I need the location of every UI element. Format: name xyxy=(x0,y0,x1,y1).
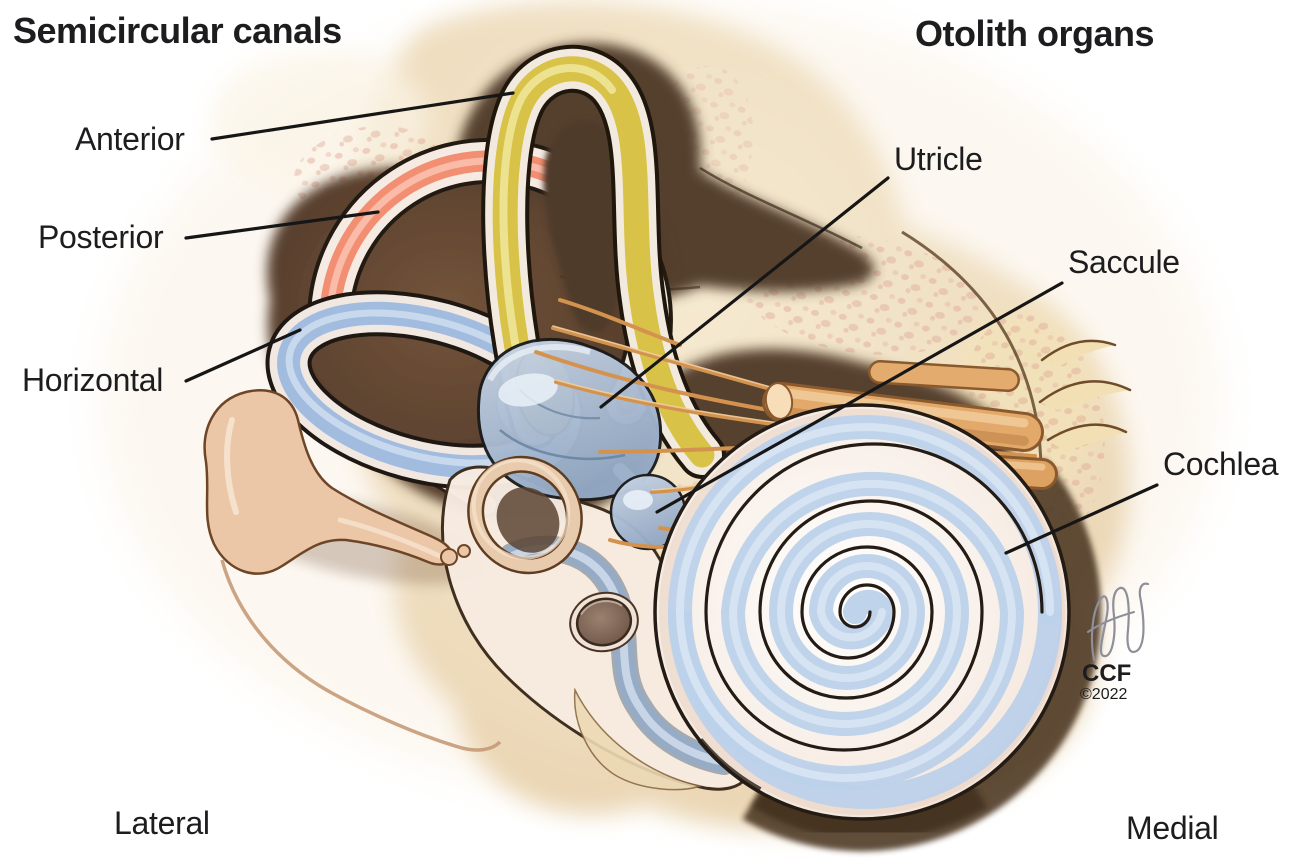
leader-utricle xyxy=(599,176,890,409)
label-medial: Medial xyxy=(1126,810,1218,846)
leader-cochlea xyxy=(1004,483,1159,555)
ossicle-bone xyxy=(203,389,502,752)
credit-year: ©2022 xyxy=(1080,686,1127,703)
credit-org: CCF xyxy=(1082,660,1131,687)
leader-lines xyxy=(184,91,1159,555)
figure-text: Semicircular canals Otolith organs Anter… xyxy=(13,10,1279,846)
round-window xyxy=(569,591,639,653)
bone-sliver-line xyxy=(220,559,502,752)
title-semicircular-canals: Semicircular canals xyxy=(13,10,342,51)
cochlea xyxy=(653,403,1071,821)
bone-edge-flaps xyxy=(1038,339,1132,452)
label-utricle: Utricle xyxy=(894,141,983,177)
leader-anterior xyxy=(210,91,515,141)
anterior-canal xyxy=(481,45,726,479)
leader-horizontal xyxy=(184,328,302,383)
label-horizontal: Horizontal xyxy=(22,362,163,398)
artist-signature xyxy=(1087,582,1150,662)
label-saccule: Saccule xyxy=(1068,244,1180,280)
title-otolith-organs: Otolith organs xyxy=(915,13,1154,54)
leader-posterior xyxy=(184,210,380,240)
label-cochlea: Cochlea xyxy=(1163,446,1279,482)
label-posterior: Posterior xyxy=(38,219,164,255)
label-lateral: Lateral xyxy=(114,805,210,841)
stapes xyxy=(467,455,583,575)
leader-saccule xyxy=(655,281,1064,514)
label-anterior: Anterior xyxy=(75,121,185,157)
nerve-cut-end xyxy=(764,382,794,420)
